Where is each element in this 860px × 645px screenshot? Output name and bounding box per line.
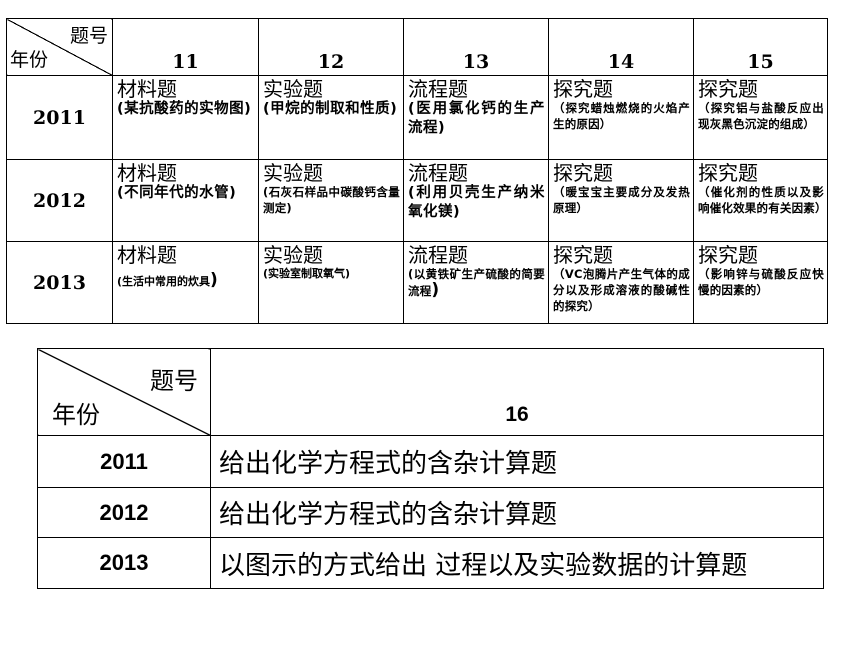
topic-title: 材料题: [117, 161, 177, 185]
corner-question-number-label: 题号: [69, 25, 108, 47]
topic-text-cell: 给出化学方程式的含杂计算题: [210, 487, 824, 538]
topic-cell: 探究题 （催化剂的性质以及影响催化效果的有关因素）: [693, 159, 828, 242]
topic-cell: 材料题 (不同年代的水管): [112, 159, 259, 242]
year-cell: 2013: [37, 537, 211, 589]
topic-desc: (利用贝壳生产纳米氧化镁): [408, 185, 545, 220]
topic-desc-text: (以黄铁矿生产硫酸的简要流程: [408, 267, 545, 298]
year-cell: 2012: [37, 487, 211, 538]
table-row: 2012 材料题 (不同年代的水管) 实验题 (石灰石样品中碳酸钙含量测定) 流…: [6, 159, 828, 242]
topic-title: 流程题: [408, 161, 468, 185]
topic-desc: （催化剂的性质以及影响催化效果的有关因素）: [698, 185, 827, 215]
topic-desc: （影响锌与硫酸反应快慢的因素的）: [698, 267, 824, 297]
topic-title: 流程题: [408, 77, 468, 101]
exam-topics-table-11-15: 题号 年份 11 12 13 14 15 2011 材料题 (某抗酸药的实物图)…: [6, 18, 828, 324]
topic-desc: (以黄铁矿生产硫酸的简要流程): [408, 266, 545, 299]
table-row: 2011 给出化学方程式的含杂计算题: [37, 435, 824, 488]
topic-text-cell: 给出化学方程式的含杂计算题: [210, 435, 824, 488]
column-header-16: 16: [210, 348, 824, 436]
topic-title: 流程题: [408, 243, 468, 267]
year-cell: 2013: [6, 241, 113, 324]
topic-title: 探究题: [553, 161, 613, 185]
topic-title: 实验题: [263, 243, 323, 267]
corner-header-cell: 题号 年份: [6, 18, 113, 76]
corner-question-number-label: 题号: [150, 367, 198, 395]
corner-year-label: 年份: [10, 49, 49, 71]
year-cell: 2011: [6, 75, 113, 160]
table-row: 2012 给出化学方程式的含杂计算题: [37, 487, 824, 538]
topic-title: 探究题: [698, 77, 758, 101]
topic-title: 材料题: [117, 77, 177, 101]
table-row: 2013 以图示的方式给出 过程以及实验数据的计算题: [37, 537, 824, 589]
table-row: 2011 材料题 (某抗酸药的实物图) 实验题 (甲烷的制取和性质) 流程题 (…: [6, 75, 828, 160]
closing-paren: ): [431, 280, 440, 300]
table-row: 2013 材料题 (生活中常用的炊具) 实验题 (实验室制取氧气) 流程题 (以…: [6, 241, 828, 324]
topic-cell: 实验题 (甲烷的制取和性质): [258, 75, 404, 160]
year-cell: 2012: [6, 159, 113, 242]
topic-cell: 流程题 (医用氯化钙的生产流程): [403, 75, 549, 160]
topic-desc: (医用氯化钙的生产流程): [408, 101, 545, 136]
topic-title: 探究题: [553, 243, 613, 267]
topic-title: 实验题: [263, 77, 323, 101]
topic-text-cell: 以图示的方式给出 过程以及实验数据的计算题: [210, 537, 824, 589]
column-header-12: 12: [258, 18, 404, 76]
topic-desc: (生活中常用的炊具): [117, 272, 255, 290]
topic-desc: （探究铝与盐酸反应出现灰黑色沉淀的组成）: [698, 101, 824, 131]
topic-cell: 流程题 (以黄铁矿生产硫酸的简要流程): [403, 241, 549, 324]
closing-paren: ): [210, 270, 218, 290]
column-header-13: 13: [403, 18, 549, 76]
corner-header-cell: 题号 年份: [37, 348, 211, 436]
column-header-11: 11: [112, 18, 259, 76]
header-row: 题号 年份 11 12 13 14 15: [6, 18, 828, 76]
column-header-15: 15: [693, 18, 828, 76]
topic-cell: 探究题 （探究蜡烛燃烧的火焰产生的原因）: [548, 75, 694, 160]
topic-cell: 流程题 (利用贝壳生产纳米氧化镁): [403, 159, 549, 242]
topic-cell: 材料题 (某抗酸药的实物图): [112, 75, 259, 160]
header-row: 题号 年份 16: [37, 348, 824, 436]
year-cell: 2011: [37, 435, 211, 488]
topic-desc: （暖宝宝主要成分及发热原理）: [553, 185, 690, 215]
topic-desc: (甲烷的制取和性质): [263, 101, 398, 117]
topic-desc: (石灰石样品中碳酸钙含量测定): [263, 185, 400, 215]
topic-desc-text: (生活中常用的炊具: [117, 275, 211, 288]
topic-cell: 实验题 (石灰石样品中碳酸钙含量测定): [258, 159, 404, 242]
column-header-14: 14: [548, 18, 694, 76]
topic-desc: (不同年代的水管): [117, 185, 237, 201]
topic-title: 探究题: [698, 161, 758, 185]
topic-desc: (实验室制取氧气): [263, 267, 351, 280]
topic-title: 材料题: [117, 243, 177, 267]
topic-title: 探究题: [698, 243, 758, 267]
topic-desc: (某抗酸药的实物图): [117, 101, 252, 117]
topic-cell: 探究题 （VC泡腾片产生气体的成分以及形成溶液的酸碱性的探究）: [548, 241, 694, 324]
topic-desc: （探究蜡烛燃烧的火焰产生的原因）: [553, 101, 690, 131]
topic-cell: 探究题 （暖宝宝主要成分及发热原理）: [548, 159, 694, 242]
topic-cell: 材料题 (生活中常用的炊具): [112, 241, 259, 324]
topic-cell: 探究题 （探究铝与盐酸反应出现灰黑色沉淀的组成）: [693, 75, 828, 160]
topic-cell: 实验题 (实验室制取氧气): [258, 241, 404, 324]
topic-title: 实验题: [263, 161, 323, 185]
topic-title: 探究题: [553, 77, 613, 101]
exam-topics-table-16: 题号 年份 16 2011 给出化学方程式的含杂计算题 2012 给出化学方程式…: [37, 348, 824, 589]
topic-desc: （VC泡腾片产生气体的成分以及形成溶液的酸碱性的探究）: [553, 267, 690, 313]
topic-cell: 探究题 （影响锌与硫酸反应快慢的因素的）: [693, 241, 828, 324]
corner-year-label: 年份: [52, 401, 100, 429]
